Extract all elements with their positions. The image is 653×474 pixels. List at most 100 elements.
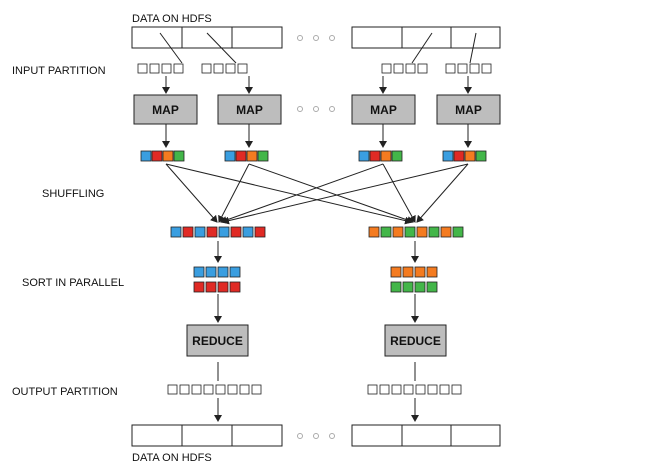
map-box-2: MAP — [217, 94, 282, 125]
shuffled-square — [170, 226, 182, 238]
map-output-square — [369, 150, 381, 162]
shuffled-rows — [170, 226, 464, 238]
map-output-square — [140, 150, 152, 162]
map-output-square — [453, 150, 465, 162]
shuffled-square — [428, 226, 440, 238]
sort-to-reduce-arrows — [214, 294, 419, 323]
output-partition-square — [415, 384, 426, 395]
input-partition-square — [225, 63, 236, 74]
map-output-square — [246, 150, 258, 162]
shuffled-square — [194, 226, 206, 238]
sorted-square — [426, 281, 438, 293]
map-output-square — [173, 150, 185, 162]
shuffled-square — [452, 226, 464, 238]
output-partition-square — [251, 384, 262, 395]
output-partition-square — [179, 384, 190, 395]
input-partition-square — [173, 63, 184, 74]
sorted-square — [217, 281, 229, 293]
sorted-square — [390, 281, 402, 293]
shuffled-square — [368, 226, 380, 238]
hdfs-data-bar-top — [131, 26, 501, 49]
ellipsis-dots-bottom — [297, 433, 335, 439]
output-partition-square — [227, 384, 238, 395]
shuffled-square — [416, 226, 428, 238]
sorted-square — [193, 281, 205, 293]
sorted-square — [193, 266, 205, 278]
map-output-square — [380, 150, 392, 162]
sort-in-parallel-label: SORT IN PARALLEL — [22, 277, 124, 289]
map-output-square — [391, 150, 403, 162]
output-partition-square — [379, 384, 390, 395]
map-output-square — [151, 150, 163, 162]
reduce-label-1: REDUCE — [192, 334, 243, 348]
output-partition-label: OUTPUT PARTITION — [12, 386, 118, 398]
input-partition-square — [201, 63, 212, 74]
input-partition-square — [405, 63, 416, 74]
input-partition-square — [417, 63, 428, 74]
map-output-square — [224, 150, 236, 162]
shuffle-arrows — [165, 163, 469, 225]
input-partition-square — [445, 63, 456, 74]
sorted-square — [217, 266, 229, 278]
sorted-square — [229, 281, 241, 293]
map-output-square — [464, 150, 476, 162]
input-partition-square — [161, 63, 172, 74]
map-output-square — [235, 150, 247, 162]
shuffled-square — [242, 226, 254, 238]
output-partition-square — [191, 384, 202, 395]
input-partition-label: INPUT PARTITION — [12, 65, 106, 77]
shuffling-label: SHUFFLING — [42, 188, 104, 200]
map-output-square — [475, 150, 487, 162]
input-partition-square — [481, 63, 492, 74]
hdfs-data-bar-bottom — [131, 424, 501, 447]
input-partition-square — [237, 63, 248, 74]
output-to-hdfs-arrows — [214, 398, 419, 422]
output-partition-square — [215, 384, 226, 395]
map-label-2: MAP — [236, 103, 263, 117]
output-partition-square — [439, 384, 450, 395]
output-partition-square — [203, 384, 214, 395]
map-output-square — [257, 150, 269, 162]
input-partition-square — [381, 63, 392, 74]
shuffled-square — [182, 226, 194, 238]
map-to-output-arrows — [162, 124, 472, 148]
sorted-square — [390, 266, 402, 278]
input-partition-square — [213, 63, 224, 74]
output-partition-square — [451, 384, 462, 395]
sorted-square — [402, 281, 414, 293]
output-partition-square — [239, 384, 250, 395]
input-to-map-arrows — [162, 76, 472, 94]
output-partition-square — [367, 384, 378, 395]
map-outputs — [140, 150, 487, 162]
reduce-label-2: REDUCE — [390, 334, 441, 348]
shuffle-to-sort-arrows — [214, 241, 419, 263]
sorted-square — [205, 281, 217, 293]
map-label-1: MAP — [152, 103, 179, 117]
output-partition-square — [167, 384, 178, 395]
reduce-box-2: REDUCE — [384, 324, 447, 357]
shuffled-square — [404, 226, 416, 238]
input-partition-square — [137, 63, 148, 74]
input-partitions — [137, 63, 492, 74]
map-output-square — [358, 150, 370, 162]
sorted-square — [229, 266, 241, 278]
map-output-square — [162, 150, 174, 162]
input-partition-square — [393, 63, 404, 74]
data-on-hdfs-bottom-label: DATA ON HDFS — [132, 452, 212, 464]
shuffled-square — [440, 226, 452, 238]
sorted-square — [205, 266, 217, 278]
sorted-square — [414, 281, 426, 293]
map-box-4: MAP — [436, 94, 501, 125]
sorted-square — [402, 266, 414, 278]
input-partition-square — [469, 63, 480, 74]
sorted-square — [426, 266, 438, 278]
map-label-4: MAP — [455, 103, 482, 117]
ellipsis-dots-map — [297, 106, 335, 112]
input-partition-square — [457, 63, 468, 74]
sorted-square — [414, 266, 426, 278]
input-partition-square — [149, 63, 160, 74]
shuffled-square — [206, 226, 218, 238]
map-output-square — [442, 150, 454, 162]
ellipsis-dots-top — [297, 35, 335, 41]
